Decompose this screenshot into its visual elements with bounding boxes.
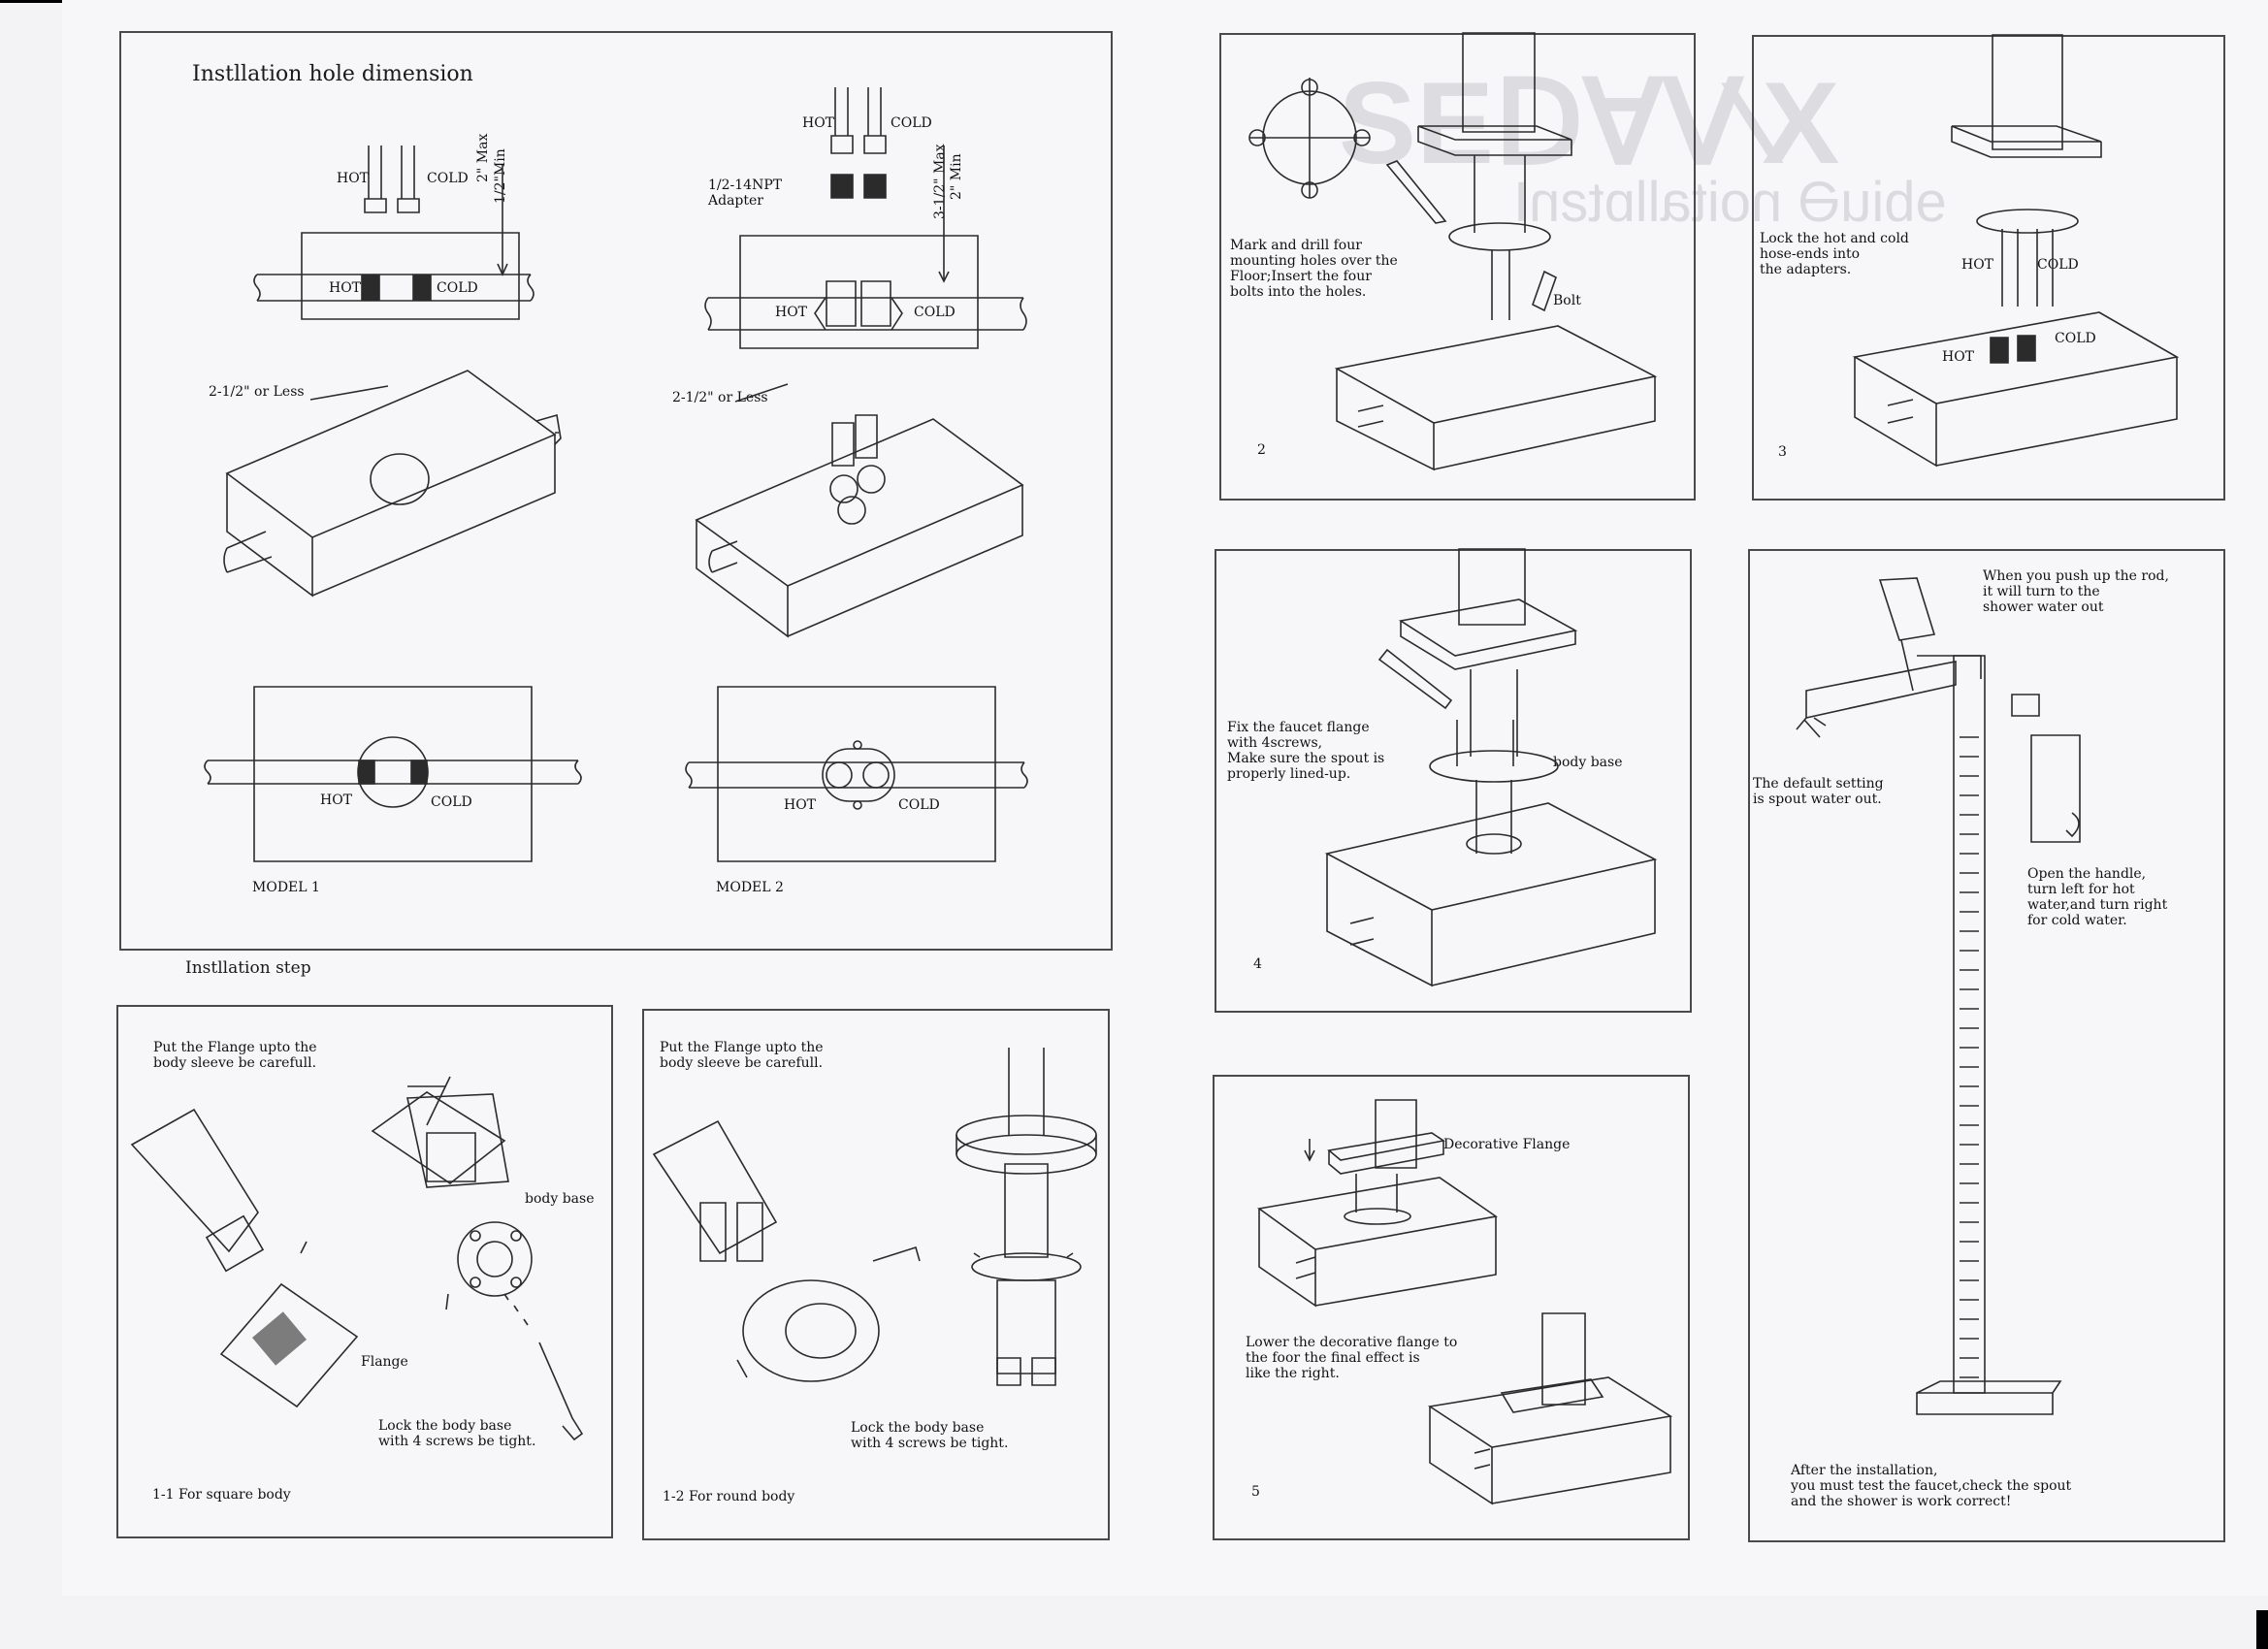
- model-2-label: MODEL 2: [716, 880, 784, 895]
- scan-edge-top: [0, 0, 62, 3]
- step-1-1-panel: [116, 1005, 613, 1538]
- m1-isometric-box: [224, 371, 561, 596]
- step-3-text: Lock the hot and cold hose-ends into the…: [1760, 231, 1909, 277]
- step-3-hot-top: HOT: [1961, 257, 1994, 273]
- m2-bottom-cold: COLD: [898, 797, 940, 813]
- m1-pipe-section-diagram: [254, 146, 534, 319]
- step-3-panel: [1752, 35, 2225, 501]
- final-handle-text: Open the handle, turn left for hot water…: [2027, 866, 2168, 928]
- step-5-text: Lower the decorative flange to the foor …: [1246, 1335, 1458, 1381]
- m2-pipe-cold: COLD: [914, 305, 956, 320]
- m2-pipe-section-diagram: [705, 87, 1026, 348]
- step-1-1-lock: Lock the body base with 4 screws be tigh…: [378, 1418, 536, 1449]
- m1-pipe-cold: COLD: [437, 280, 478, 296]
- m2-adapter-label: 1/2-14NPT Adapter: [708, 178, 783, 209]
- final-faucet-diagram: [1797, 578, 2080, 1414]
- model-1-label: MODEL 1: [252, 880, 320, 895]
- step-4-body-base: body base: [1553, 755, 1623, 770]
- step-1-2-instruction: Put the Flange upto the body sleeve be c…: [660, 1040, 824, 1071]
- step-5-decorative-flange: Decorative Flange: [1443, 1137, 1571, 1152]
- step-1-1-flange: Flange: [361, 1354, 408, 1370]
- final-panel: [1748, 549, 2225, 1542]
- step-1-2-caption: 1-2 For round body: [663, 1489, 795, 1504]
- step-2-bolt-label: Bolt: [1553, 293, 1581, 308]
- installation-step-heading: Instllation step: [185, 958, 311, 978]
- step-4-text: Fix the faucet flange with 4screws, Make…: [1227, 720, 1385, 782]
- m2-hot-label: HOT: [802, 115, 835, 131]
- step-1-1-diagram: [132, 1077, 582, 1439]
- final-default-text: The default setting is spout water out.: [1753, 776, 1884, 807]
- step-1-2-lock: Lock the body base with 4 screws be tigh…: [851, 1420, 1009, 1451]
- m2-isometric-box: [697, 384, 1022, 636]
- m1-cold-label: COLD: [427, 171, 469, 186]
- step-3-number: 3: [1778, 444, 1787, 460]
- step-4-panel: [1215, 549, 1692, 1013]
- step-2-diagram: [1249, 33, 1655, 469]
- step-2-panel: [1219, 33, 1696, 501]
- m2-plan-view: [686, 687, 1027, 861]
- step-5-panel: [1213, 1075, 1690, 1540]
- m1-hot-label: HOT: [337, 171, 370, 186]
- step-5-number: 5: [1251, 1484, 1260, 1500]
- step-3-hot-base: HOT: [1942, 349, 1975, 365]
- scanned-sheet: [62, 0, 2268, 1596]
- step-2-text: Mark and drill four mounting holes over …: [1230, 238, 1398, 300]
- step-1-2-panel: [642, 1009, 1110, 1540]
- step-3-cold-base: COLD: [2055, 331, 2096, 346]
- step-1-2-diagram: [654, 1048, 1096, 1385]
- step-3-diagram: [1855, 35, 2177, 466]
- m1-plan-view: [205, 687, 581, 861]
- m1-bottom-hot: HOT: [320, 792, 353, 808]
- step-2-number: 2: [1257, 442, 1266, 458]
- step-4-number: 4: [1253, 956, 1262, 972]
- m1-bottom-cold: COLD: [431, 794, 472, 810]
- m1-pipe-hot: HOT: [329, 280, 362, 296]
- final-after-text: After the installation, you must test th…: [1791, 1463, 2072, 1509]
- step-4-diagram: [1327, 549, 1655, 986]
- step-1-1-body-base: body base: [525, 1191, 595, 1207]
- m2-cold-label: COLD: [891, 115, 932, 131]
- hole-dimension-title: Instllation hole dimension: [192, 62, 473, 86]
- scan-edge-right: [2256, 1610, 2268, 1649]
- step-3-cold-top: COLD: [2037, 257, 2079, 273]
- step-1-1-caption: 1-1 For square body: [152, 1487, 291, 1503]
- hole-dimension-panel: [119, 31, 1113, 951]
- step-1-1-instruction: Put the Flange upto the body sleeve be c…: [153, 1040, 317, 1071]
- m1-less-label: 2-1/2" or Less: [209, 384, 305, 400]
- step-5-diagram: [1259, 1100, 1670, 1504]
- final-push-text: When you push up the rod, it will turn t…: [1983, 568, 2169, 615]
- m2-bottom-hot: HOT: [784, 797, 817, 813]
- m2-pipe-hot: HOT: [775, 305, 808, 320]
